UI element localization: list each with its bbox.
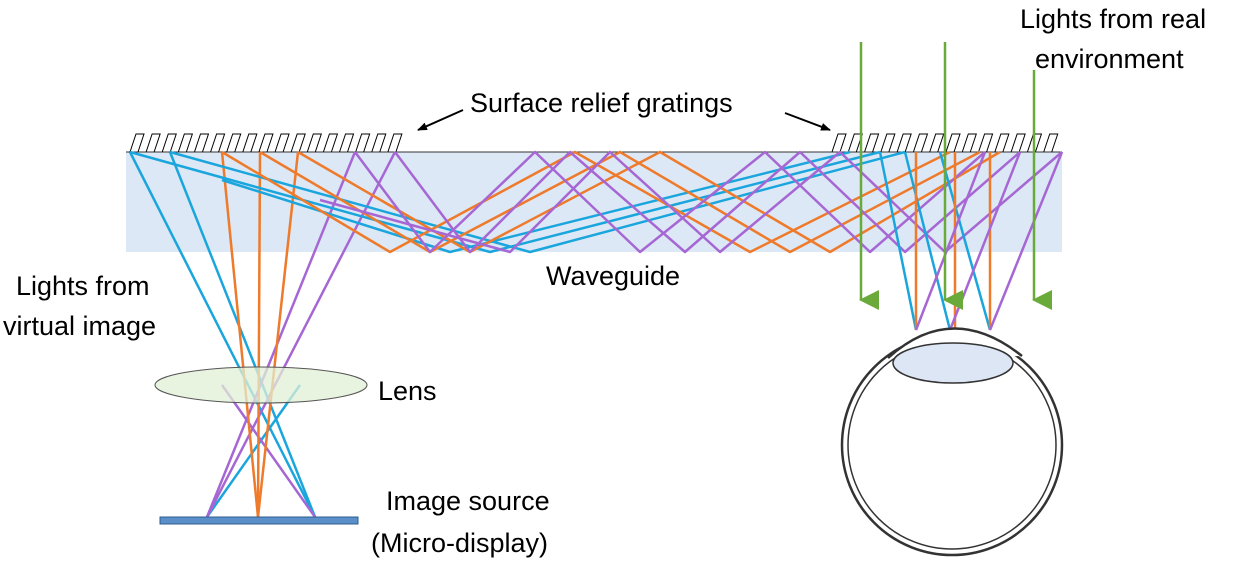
- grating-tooth: [193, 133, 210, 153]
- label-source-line2: (Micro-display): [371, 528, 548, 558]
- grating-tooth: [258, 133, 274, 153]
- grating-tooth: [145, 133, 161, 153]
- ray-orange: [256, 151, 262, 518]
- gratings-pointer-left: [417, 109, 464, 131]
- grating-tooth: [994, 133, 1010, 153]
- ray-purple-out: [914, 151, 987, 331]
- ray-purple-guided: [394, 150, 1021, 254]
- lens: [154, 366, 368, 404]
- ray-orange: [220, 151, 260, 518]
- grating-tooth: [322, 133, 339, 153]
- grating-tooth: [864, 133, 880, 153]
- ray-blue: [168, 151, 317, 518]
- grating-tooth: [978, 133, 994, 153]
- grating-tooth: [912, 133, 929, 153]
- grating-tooth: [896, 133, 912, 153]
- eye: [840, 327, 1064, 557]
- grating-tooth: [226, 133, 242, 153]
- grating-tooth: [1010, 133, 1026, 153]
- ray-purple: [205, 151, 357, 518]
- grating-tooth: [339, 133, 355, 153]
- label-virtual-line2: virtual image: [3, 311, 156, 341]
- grating-tooth: [847, 133, 863, 153]
- grating-tooth: [831, 133, 847, 153]
- label-lens: Lens: [378, 376, 437, 406]
- label-gratings: Surface relief gratings: [470, 88, 733, 118]
- label-real-line2: environment: [1035, 44, 1184, 74]
- grating-tooth: [945, 133, 961, 153]
- grating-tooth: [274, 133, 290, 153]
- ray-orange-guided: [221, 150, 951, 254]
- grating-tooth: [1026, 133, 1043, 153]
- grating-tooth: [961, 133, 977, 153]
- ray-purple-guided: [354, 150, 986, 254]
- grating-tooth: [371, 133, 387, 153]
- ray-purple: [220, 384, 317, 518]
- grating-tooth: [929, 133, 945, 153]
- grating-tooth: [242, 133, 258, 153]
- ray-blue-guided: [169, 150, 906, 254]
- grating-tooth: [1043, 133, 1059, 153]
- grating-tooth: [129, 133, 145, 153]
- micro-display: [159, 516, 359, 525]
- ray-orange-guided: [259, 150, 981, 254]
- ray-orange-guided: [297, 150, 1001, 254]
- real-light-arrows: [859, 42, 1052, 310]
- label-virtual-line1: Lights from: [16, 271, 150, 301]
- label-real-line1: Lights from real: [1020, 4, 1206, 34]
- grating-tooth: [161, 133, 177, 153]
- grating-tooth: [306, 133, 322, 153]
- grating-tooth: [880, 133, 896, 153]
- ray-blue: [128, 151, 317, 518]
- ray-purple-out: [988, 151, 1064, 331]
- ray-orange: [256, 151, 300, 518]
- grating-tooth: [355, 133, 371, 153]
- grating-tooth: [290, 133, 306, 153]
- ray-group: [128, 150, 1064, 518]
- ray-blue-out: [938, 151, 992, 331]
- grating-tooth: [210, 133, 226, 153]
- grating-tooth: [387, 133, 403, 153]
- ray-blue-out: [903, 151, 952, 331]
- ray-blue: [205, 384, 302, 518]
- gratings-pointer-right: [784, 112, 831, 131]
- label-waveguide: Waveguide: [546, 261, 680, 291]
- grating-right: [831, 133, 1059, 153]
- label-source-line1: Image source: [386, 486, 550, 516]
- ray-blue-guided: [129, 150, 881, 254]
- ray-blue-out: [878, 151, 918, 331]
- eye-lens: [892, 342, 1014, 384]
- grating-tooth: [177, 133, 194, 153]
- grating-left: [129, 133, 403, 153]
